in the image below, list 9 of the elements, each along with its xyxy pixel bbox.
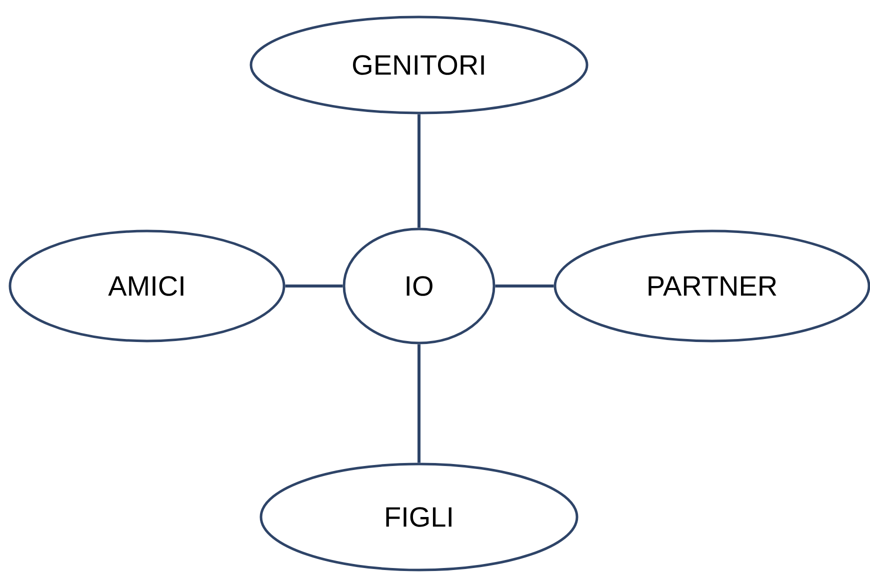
- connector-line: [495, 284, 554, 288]
- connector-line: [418, 344, 420, 463]
- ellipse-node: IO: [342, 228, 496, 344]
- ellipse-node: AMICI: [8, 230, 286, 342]
- ellipse-node: PARTNER: [554, 230, 870, 342]
- connector-line: [418, 114, 420, 228]
- ellipse-node: FIGLI: [260, 462, 578, 572]
- connector-line: [285, 284, 343, 288]
- ellipse-node: GENITORI: [250, 16, 588, 114]
